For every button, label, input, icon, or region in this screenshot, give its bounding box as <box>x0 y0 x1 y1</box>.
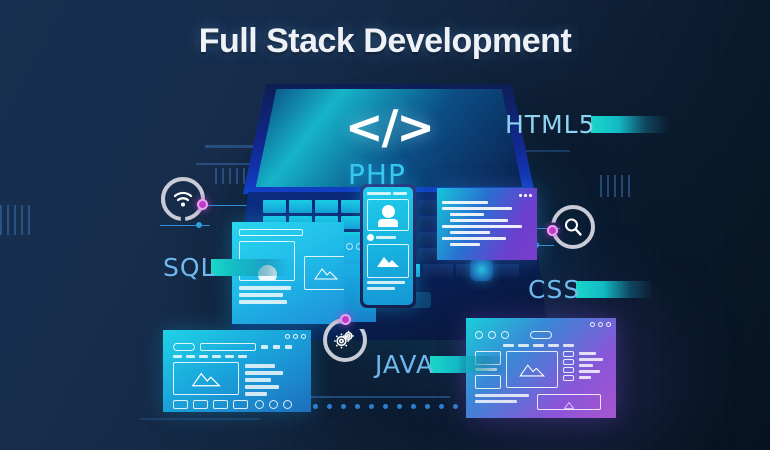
tech-label-html5-text: HTML5 <box>505 110 596 139</box>
laptop-screen <box>255 89 523 187</box>
gears-icon[interactable] <box>323 314 367 362</box>
code-editor-card <box>437 188 537 260</box>
tech-label-sql-text: SQL <box>163 253 216 282</box>
dot-row-decoration <box>313 404 486 409</box>
connector-line <box>160 225 210 226</box>
window-controls <box>163 330 311 343</box>
deco-hatch <box>600 175 634 197</box>
code-brackets-icon: </> <box>345 100 435 154</box>
tech-label-java-text: JAVA <box>375 350 435 379</box>
smartphone-mockup <box>360 184 416 308</box>
fingerprint-icon <box>470 258 493 281</box>
image-placeholder-icon <box>377 257 399 267</box>
deco-line <box>500 150 570 152</box>
page-title: Full Stack Development <box>198 22 572 60</box>
deco-line <box>300 396 450 398</box>
image-placeholder-icon <box>519 364 546 377</box>
deco-line <box>205 145 285 148</box>
connector-node <box>197 199 208 210</box>
tech-label-css-text: CSS <box>528 275 581 304</box>
tech-label-sql: SQL <box>163 253 290 282</box>
connector-line <box>520 228 560 229</box>
wifi-icon[interactable] <box>161 177 208 221</box>
connector-dot <box>196 222 202 228</box>
browser-wireframe-card <box>163 330 311 412</box>
phone-avatar-block <box>367 199 409 231</box>
tech-label-bar <box>430 356 509 373</box>
window-controls <box>466 318 616 331</box>
tech-label-css: CSS <box>528 275 655 304</box>
deco-hatch <box>0 205 30 235</box>
avatar-icon <box>381 205 395 218</box>
deco-line <box>196 163 250 165</box>
connector-node <box>340 314 351 325</box>
image-placeholder-icon <box>314 268 339 280</box>
connector-node <box>547 225 558 236</box>
deco-line <box>140 418 260 420</box>
search-icon[interactable] <box>547 205 595 249</box>
tech-label-bar <box>211 259 290 276</box>
tech-label-html5: HTML5 <box>505 110 670 139</box>
tech-label-java: JAVA <box>375 350 509 379</box>
tech-label-bar <box>591 116 670 133</box>
phone-screen <box>363 187 413 305</box>
image-placeholder-icon <box>563 402 575 409</box>
tech-label-php: PHP <box>348 158 406 191</box>
image-placeholder-icon <box>191 372 221 387</box>
connector-line <box>205 205 277 206</box>
phone-image-block <box>367 244 409 278</box>
tech-label-bar <box>576 281 655 298</box>
